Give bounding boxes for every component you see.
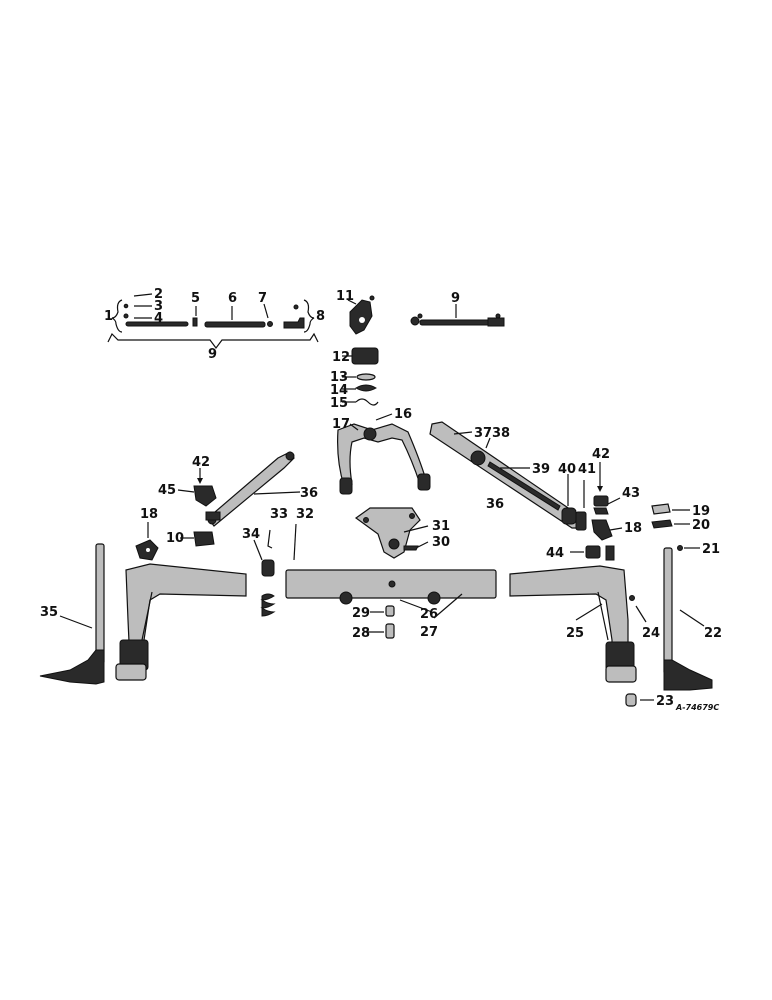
callout-30: 30 <box>432 535 450 550</box>
callout-18-left: 18 <box>140 507 158 522</box>
callout-33: 33 <box>270 507 288 522</box>
callout-23: 23 <box>656 694 674 709</box>
callout-31: 31 <box>432 519 450 534</box>
callout-20: 20 <box>692 518 710 533</box>
callout-10: 10 <box>166 531 184 546</box>
callout-15: 15 <box>330 396 348 411</box>
axle-center <box>285 569 497 619</box>
callout-16: 16 <box>394 407 412 422</box>
callout-43: 43 <box>622 486 640 501</box>
callout-25: 25 <box>566 626 584 641</box>
callout-26: 26 <box>420 607 438 622</box>
steering-arm <box>347 295 375 335</box>
spindle-right <box>663 547 713 691</box>
callout-4: 4 <box>154 311 163 326</box>
king-pin-small-parts <box>651 503 700 551</box>
callout-34: 34 <box>242 527 260 542</box>
callout-11: 11 <box>336 289 354 304</box>
callout-32: 32 <box>296 507 314 522</box>
callout-9-right: 9 <box>451 291 460 306</box>
misc-pins-springs <box>253 523 654 707</box>
callout-44: 44 <box>546 546 564 561</box>
callout-1: 1 <box>104 309 113 324</box>
callout-13: 13 <box>330 370 348 385</box>
axle-extension-right <box>509 565 637 683</box>
callout-12: 12 <box>332 350 350 365</box>
spindle-left <box>39 543 105 685</box>
right-small-brackets <box>570 462 623 561</box>
callout-18-right: 18 <box>624 521 642 536</box>
axle-extension-left <box>115 563 247 681</box>
callout-19: 19 <box>692 504 710 519</box>
callout-5: 5 <box>191 291 200 306</box>
callout-36-right: 36 <box>486 497 504 512</box>
callout-39: 39 <box>532 462 550 477</box>
callout-21: 21 <box>702 542 720 557</box>
callout-14: 14 <box>330 383 348 398</box>
callout-27: 27 <box>420 625 438 640</box>
callout-29: 29 <box>352 606 370 621</box>
callout-24: 24 <box>642 626 660 641</box>
tie-rod-assembly <box>410 304 505 327</box>
callout-41: 41 <box>578 462 596 477</box>
callout-6: 6 <box>228 291 237 306</box>
callout-9-left: 9 <box>208 347 217 362</box>
radius-rod-bracket <box>354 507 429 559</box>
callout-37: 37 <box>474 426 492 441</box>
callout-42-right: 42 <box>592 447 610 462</box>
callout-labels: 1 2 3 4 5 6 7 8 9 9 10 11 12 13 14 15 16… <box>40 287 722 712</box>
callout-28: 28 <box>352 626 370 641</box>
callout-22: 22 <box>704 626 722 641</box>
callout-40: 40 <box>558 462 576 477</box>
small-parts-column <box>342 347 379 406</box>
callout-17: 17 <box>332 417 350 432</box>
callout-42-left: 42 <box>192 455 210 470</box>
left-small-brackets <box>135 522 215 561</box>
callout-3: 3 <box>154 299 163 314</box>
callout-2: 2 <box>154 287 163 302</box>
tie-rod-exploded-group <box>107 293 319 349</box>
callout-38: 38 <box>492 426 510 441</box>
drag-link-right <box>429 421 587 531</box>
callout-7: 7 <box>258 291 267 306</box>
callout-45: 45 <box>158 483 176 498</box>
drag-link-left <box>177 451 301 527</box>
radius-rod <box>337 413 431 495</box>
callout-35: 35 <box>40 605 58 620</box>
drawing-code: A-74679C <box>675 703 719 712</box>
callout-36-left: 36 <box>300 486 318 501</box>
callout-8: 8 <box>316 309 325 324</box>
